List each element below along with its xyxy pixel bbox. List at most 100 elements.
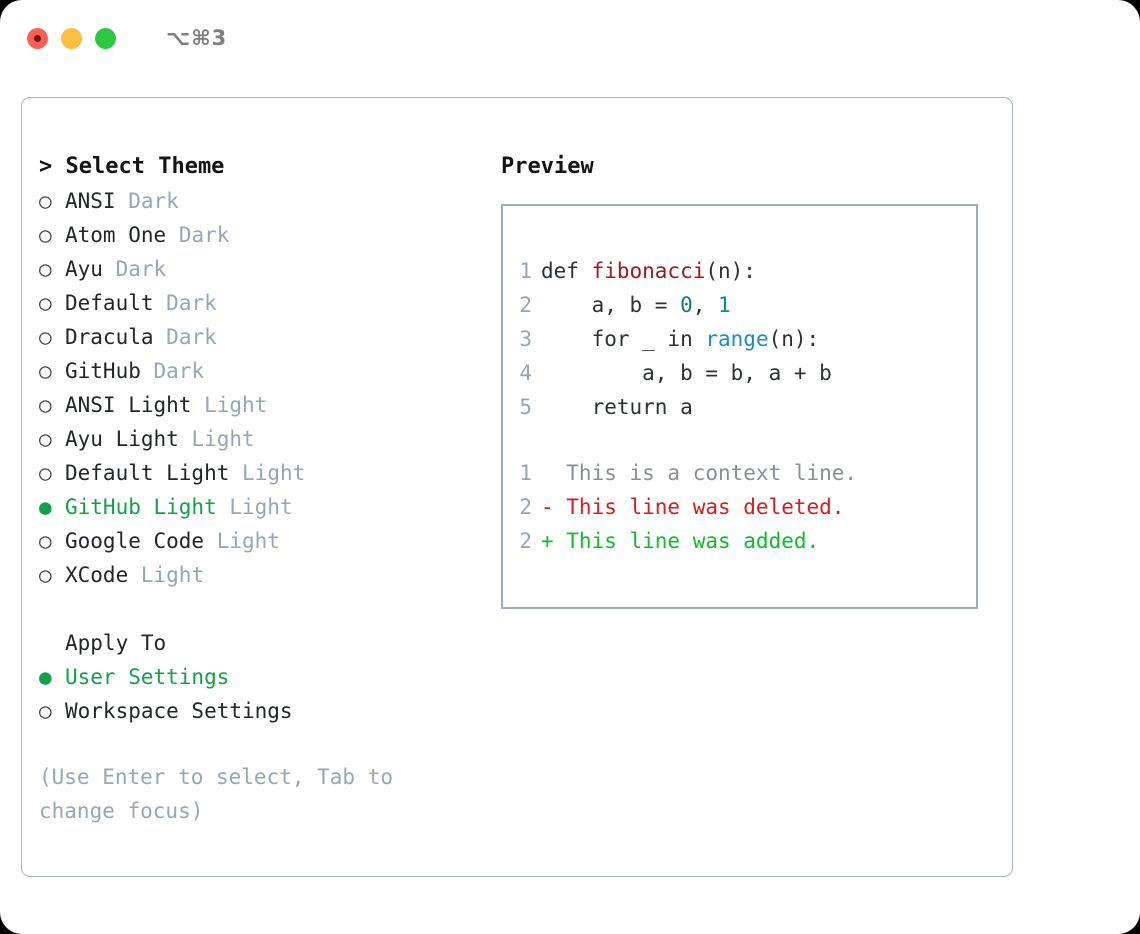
code-token-fn: fibonacci [591, 259, 706, 283]
radio-selected-icon[interactable]: ● [39, 495, 52, 519]
theme-list: ○ANSI Dark○Atom One Dark○Ayu Dark○Defaul… [39, 184, 499, 592]
maximize-window-button[interactable] [95, 27, 116, 49]
theme-option-row[interactable]: ○ANSI Light Light [39, 388, 499, 422]
radio-unselected-icon[interactable]: ○ [39, 257, 52, 281]
code-token-plain: return a [541, 395, 693, 419]
code-line-text: return a [541, 390, 693, 424]
apply-to-option-row[interactable]: ● User Settings [39, 660, 499, 694]
theme-option-label: ANSI Light [65, 393, 192, 417]
code-token-num: 0 [680, 293, 693, 317]
radio-unselected-icon[interactable]: ○ [39, 325, 52, 349]
radio-unselected-icon[interactable]: ○ [39, 699, 52, 723]
theme-option-row[interactable]: ○Ayu Light Light [39, 422, 499, 456]
theme-option-label: Google Code [65, 529, 205, 553]
code-line-number: 1 [519, 259, 532, 283]
theme-variant-label: Dark [166, 325, 217, 349]
theme-label-gap [141, 354, 154, 388]
theme-option-row[interactable]: ○Ayu Dark [39, 252, 499, 286]
code-line-text: for _ in range(n): [541, 322, 820, 356]
theme-option-row[interactable]: ○ Google Code Light [39, 524, 499, 558]
radio-selected-icon[interactable]: ● [39, 665, 52, 689]
preview-header: Preview [501, 154, 594, 179]
theme-option-row[interactable]: ○Default Light Light [39, 456, 499, 490]
apply-to-option-label: Workspace Settings [65, 699, 293, 723]
theme-option-label: ANSI [65, 189, 116, 213]
code-token-plain: (n): [768, 327, 820, 351]
theme-label-gap [154, 320, 167, 354]
code-token-plain: def [541, 259, 592, 283]
diff-line-number: 2 [519, 529, 532, 553]
theme-option-row[interactable]: ○ ANSI Dark [39, 184, 499, 218]
code-token-plain: a, b = b, a + b [541, 361, 832, 385]
select-theme-header: > Select Theme [39, 154, 225, 179]
code-line-text: def fibonacci(n): [541, 254, 756, 288]
title-bar: ⌥⌘3 [0, 0, 1140, 76]
theme-variant-label: Light [216, 529, 280, 553]
diff-line-text-del: - This line was deleted. [541, 495, 845, 519]
radio-unselected-icon[interactable]: ○ [39, 461, 52, 485]
apply-to-option-label: User Settings [65, 665, 230, 689]
theme-variant-label: Dark [166, 291, 217, 315]
radio-unselected-icon[interactable]: ○ [39, 291, 52, 315]
theme-option-row[interactable]: ○GitHub Dark [39, 354, 499, 388]
diff-line: 2 + This line was added. [503, 524, 976, 558]
theme-variant-label: Light [140, 563, 205, 587]
radio-unselected-icon[interactable]: ○ [39, 189, 52, 213]
theme-option-row[interactable]: ○Atom One Dark [39, 218, 499, 252]
radio-unselected-icon[interactable]: ○ [39, 359, 52, 383]
close-window-button[interactable] [27, 27, 48, 49]
code-token-num2: 1 [718, 293, 731, 317]
theme-selection-column: > Select Theme ○ANSI Dark○Atom One Dark○… [39, 150, 499, 828]
theme-option-label: Default [65, 291, 154, 315]
theme-label-gap [217, 490, 230, 524]
theme-label-gap [191, 388, 204, 422]
diff-line: 1 This is a context line. [503, 456, 976, 490]
window-title: ⌥⌘3 [166, 26, 228, 50]
theme-option-label: GitHub [65, 359, 141, 383]
panel-columns: > Select Theme ○ANSI Dark○Atom One Dark○… [22, 98, 1012, 876]
theme-option-label: Atom One [65, 223, 167, 247]
theme-option-row[interactable]: ○ Default Dark [39, 286, 499, 320]
code-line: 5 return a [503, 390, 976, 424]
theme-option-label: GitHub Light [65, 495, 217, 519]
code-line-number: 2 [519, 293, 532, 317]
code-line: 2 a, b = 0, 1 [503, 288, 976, 322]
theme-variant-label: Light [229, 495, 293, 519]
theme-label-gap [204, 524, 217, 558]
theme-label-gap [128, 558, 141, 592]
apply-to-options: ● User Settings ○ Workspace Settings [39, 660, 499, 728]
theme-option-row[interactable]: ○XCode Light [39, 558, 499, 592]
code-token-plain: for _ in [541, 327, 706, 351]
diff-sample: 1 This is a context line. 2 - This line wa… [503, 456, 976, 558]
theme-label-gap [116, 184, 129, 218]
theme-option-label: Dracula [65, 325, 154, 349]
radio-unselected-icon[interactable]: ○ [39, 393, 52, 417]
radio-unselected-icon[interactable]: ○ [39, 563, 52, 587]
theme-option-row[interactable]: ● GitHub Light Light [39, 490, 499, 524]
diff-line-text-add: + This line was added. [541, 529, 820, 553]
code-token-builtin: range [705, 327, 769, 351]
code-token-plain: (n): [705, 259, 756, 283]
apply-to-marker-placeholder: ○ [39, 626, 65, 660]
code-line: 1 def fibonacci(n): [503, 254, 976, 288]
code-line-number: 3 [519, 327, 532, 351]
code-token-plain: , [692, 293, 719, 317]
apply-to-option-row[interactable]: ○ Workspace Settings [39, 694, 499, 728]
radio-unselected-icon[interactable]: ○ [39, 427, 52, 451]
theme-option-row[interactable]: ○ Dracula Dark [39, 320, 499, 354]
radio-unselected-icon[interactable]: ○ [39, 529, 52, 553]
minimize-window-button[interactable] [61, 27, 82, 49]
diff-line-text-ctx: This is a context line. [541, 461, 858, 485]
theme-variant-label: Dark [115, 257, 167, 281]
traffic-light-group [27, 27, 116, 49]
theme-label-gap [154, 286, 167, 320]
code-line: 3 for _ in range(n): [503, 322, 976, 356]
code-line-number: 4 [519, 361, 532, 385]
radio-unselected-icon[interactable]: ○ [39, 223, 52, 247]
theme-label-gap [229, 456, 242, 490]
theme-variant-label: Light [242, 461, 306, 485]
theme-variant-label: Dark [128, 189, 179, 213]
